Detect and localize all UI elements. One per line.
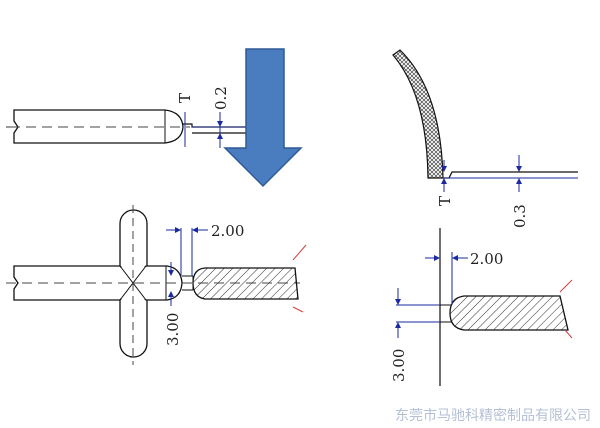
bottom-right-height-label: 3.00 xyxy=(390,349,408,382)
bottom-left-height-label: 3.00 xyxy=(164,313,182,346)
top-right-gap-label: 0.3 xyxy=(511,204,529,228)
bottom-right-width-label: 2.00 xyxy=(470,250,503,268)
bottom-left-cross-view: 2.00 3.00 xyxy=(6,205,307,365)
bottom-left-width-label: 2.00 xyxy=(211,222,244,240)
watermark: 东莞市马驰科精密制品有限公司 xyxy=(395,407,591,424)
bottom-right-section-view: 2.00 3.00 xyxy=(390,228,573,386)
top-left-rod-view: T 0.2 xyxy=(3,86,248,148)
top-left-gap-label: 0.2 xyxy=(212,86,230,110)
top-right-t-label: T xyxy=(436,196,454,206)
down-arrow-icon xyxy=(223,48,303,188)
top-right-wall-view: T 0.3 xyxy=(392,49,578,228)
top-left-t-label: T xyxy=(176,93,194,103)
